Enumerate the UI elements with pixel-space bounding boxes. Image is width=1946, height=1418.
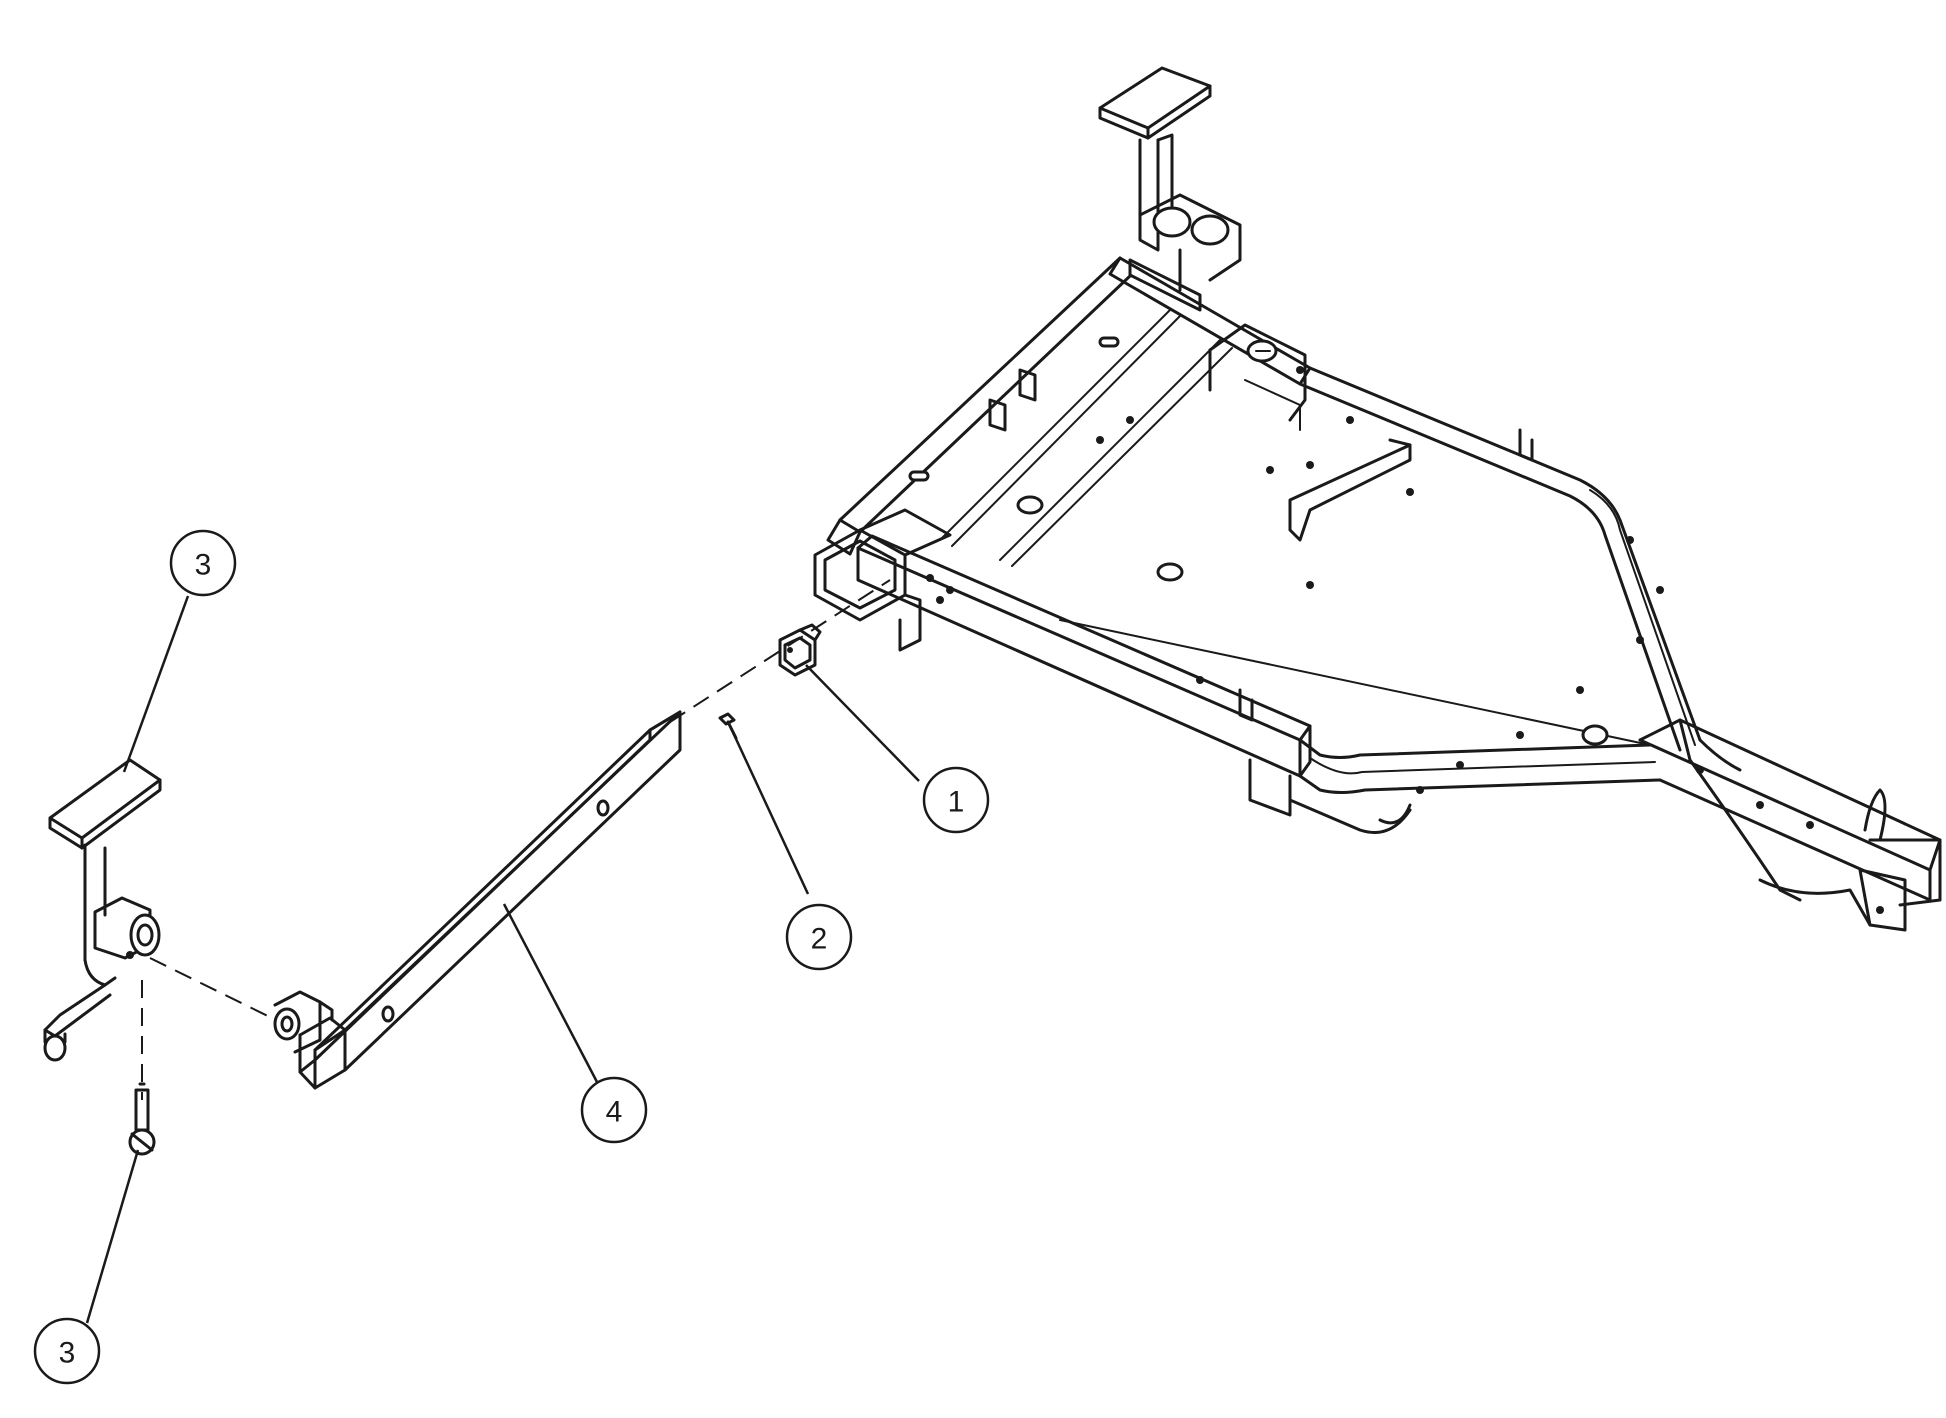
callout-1-label: 1: [948, 786, 965, 819]
trailer-frame: [826, 256, 1942, 932]
callout-3-bottom-label: 3: [59, 1337, 76, 1370]
callout-3-top: 3: [169, 529, 237, 597]
rear-jack-stand: [1098, 66, 1242, 312]
callout-3-top-label: 3: [195, 549, 212, 582]
callout-3-bottom: 3: [33, 1317, 101, 1385]
callout-1: 1: [922, 766, 990, 834]
callout-2: 2: [785, 903, 853, 971]
jack-pin: [128, 1082, 156, 1156]
leader-lines: [85, 595, 920, 1324]
jack-stand: [43, 758, 162, 1062]
callout-2-label: 2: [811, 923, 828, 956]
callout-4: 4: [580, 1076, 648, 1144]
tongue-extension-tube: [273, 710, 682, 1090]
receiver-tube: [813, 508, 954, 652]
callout-4-label: 4: [606, 1096, 623, 1129]
hitch-pin-bracket: [778, 623, 822, 677]
assembly-lines: [141, 579, 891, 1100]
